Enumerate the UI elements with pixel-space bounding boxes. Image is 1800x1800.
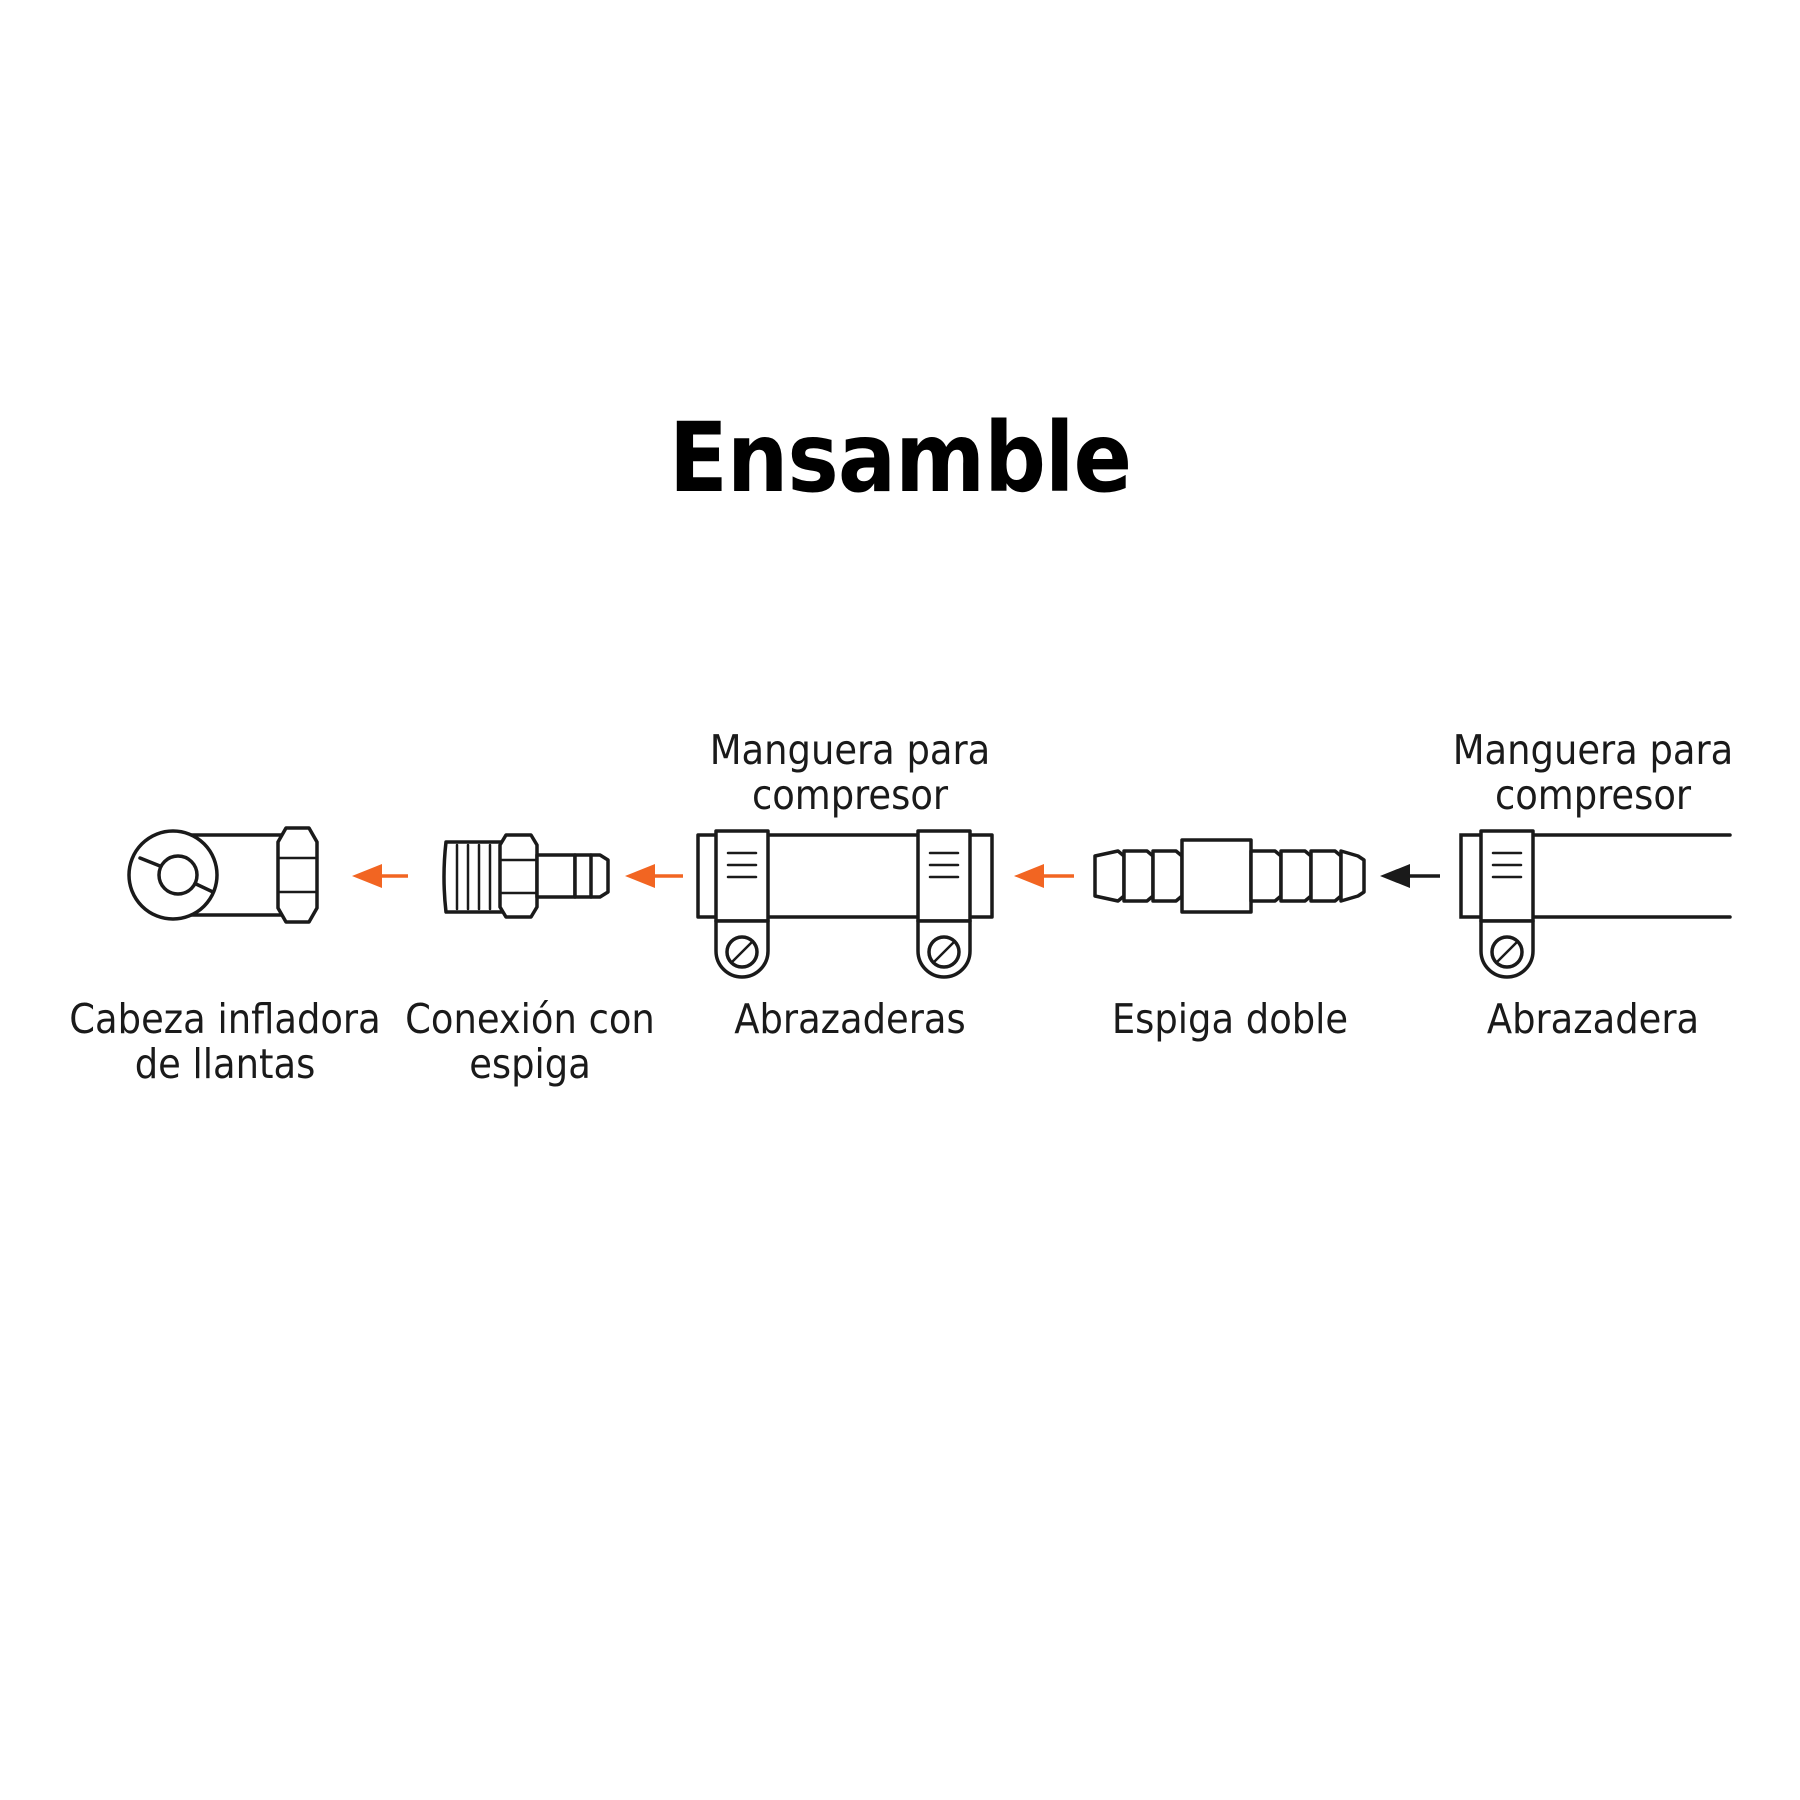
- label-hose-1-line-2: compresor: [751, 771, 949, 819]
- label-clamp-line-1: Abrazadera: [1486, 995, 1700, 1043]
- label-hose-2-line-1: Manguera para: [1452, 726, 1734, 774]
- hose-with-clamps-icon: [696, 829, 994, 979]
- tire-inflator-head-icon: [127, 826, 319, 924]
- arrow-icon-2: [625, 864, 683, 888]
- label-clamp: Abrazadera: [1453, 997, 1733, 1042]
- label-barbed-connector-line-1: Conexión con: [405, 995, 655, 1043]
- clamp-right-icon: [916, 829, 972, 979]
- label-double-barb: Espiga doble: [1080, 997, 1380, 1042]
- clamp-left-icon: [714, 829, 770, 979]
- clamp-single-icon: [1479, 829, 1535, 979]
- label-tire-inflator-head: Cabeza infladora de llantas: [60, 997, 390, 1087]
- label-tire-inflator-head-line-1: Cabeza infladora: [69, 995, 381, 1043]
- arrow-icon-1: [352, 864, 408, 888]
- label-hose-2: Manguera para compresor: [1433, 728, 1753, 818]
- label-barbed-connector: Conexión con espiga: [395, 997, 665, 1087]
- label-tire-inflator-head-line-2: de llantas: [134, 1040, 316, 1088]
- page-title: Ensamble: [668, 402, 1132, 514]
- label-hose-2-line-2: compresor: [1494, 771, 1692, 819]
- hose-with-clamp-icon: [1459, 829, 1732, 979]
- double-barb-icon: [1093, 838, 1366, 914]
- arrow-icon-3: [1014, 864, 1074, 888]
- label-barbed-connector-line-2: espiga: [469, 1040, 591, 1088]
- arrow-icon-4: [1380, 864, 1440, 888]
- label-double-barb-line-1: Espiga doble: [1111, 995, 1349, 1043]
- label-clamps: Abrazaderas: [700, 997, 1000, 1042]
- label-hose-1: Manguera para compresor: [690, 728, 1010, 818]
- barbed-connector-icon: [442, 833, 610, 919]
- label-hose-1-line-1: Manguera para: [709, 726, 991, 774]
- label-clamps-line-1: Abrazaderas: [734, 995, 966, 1043]
